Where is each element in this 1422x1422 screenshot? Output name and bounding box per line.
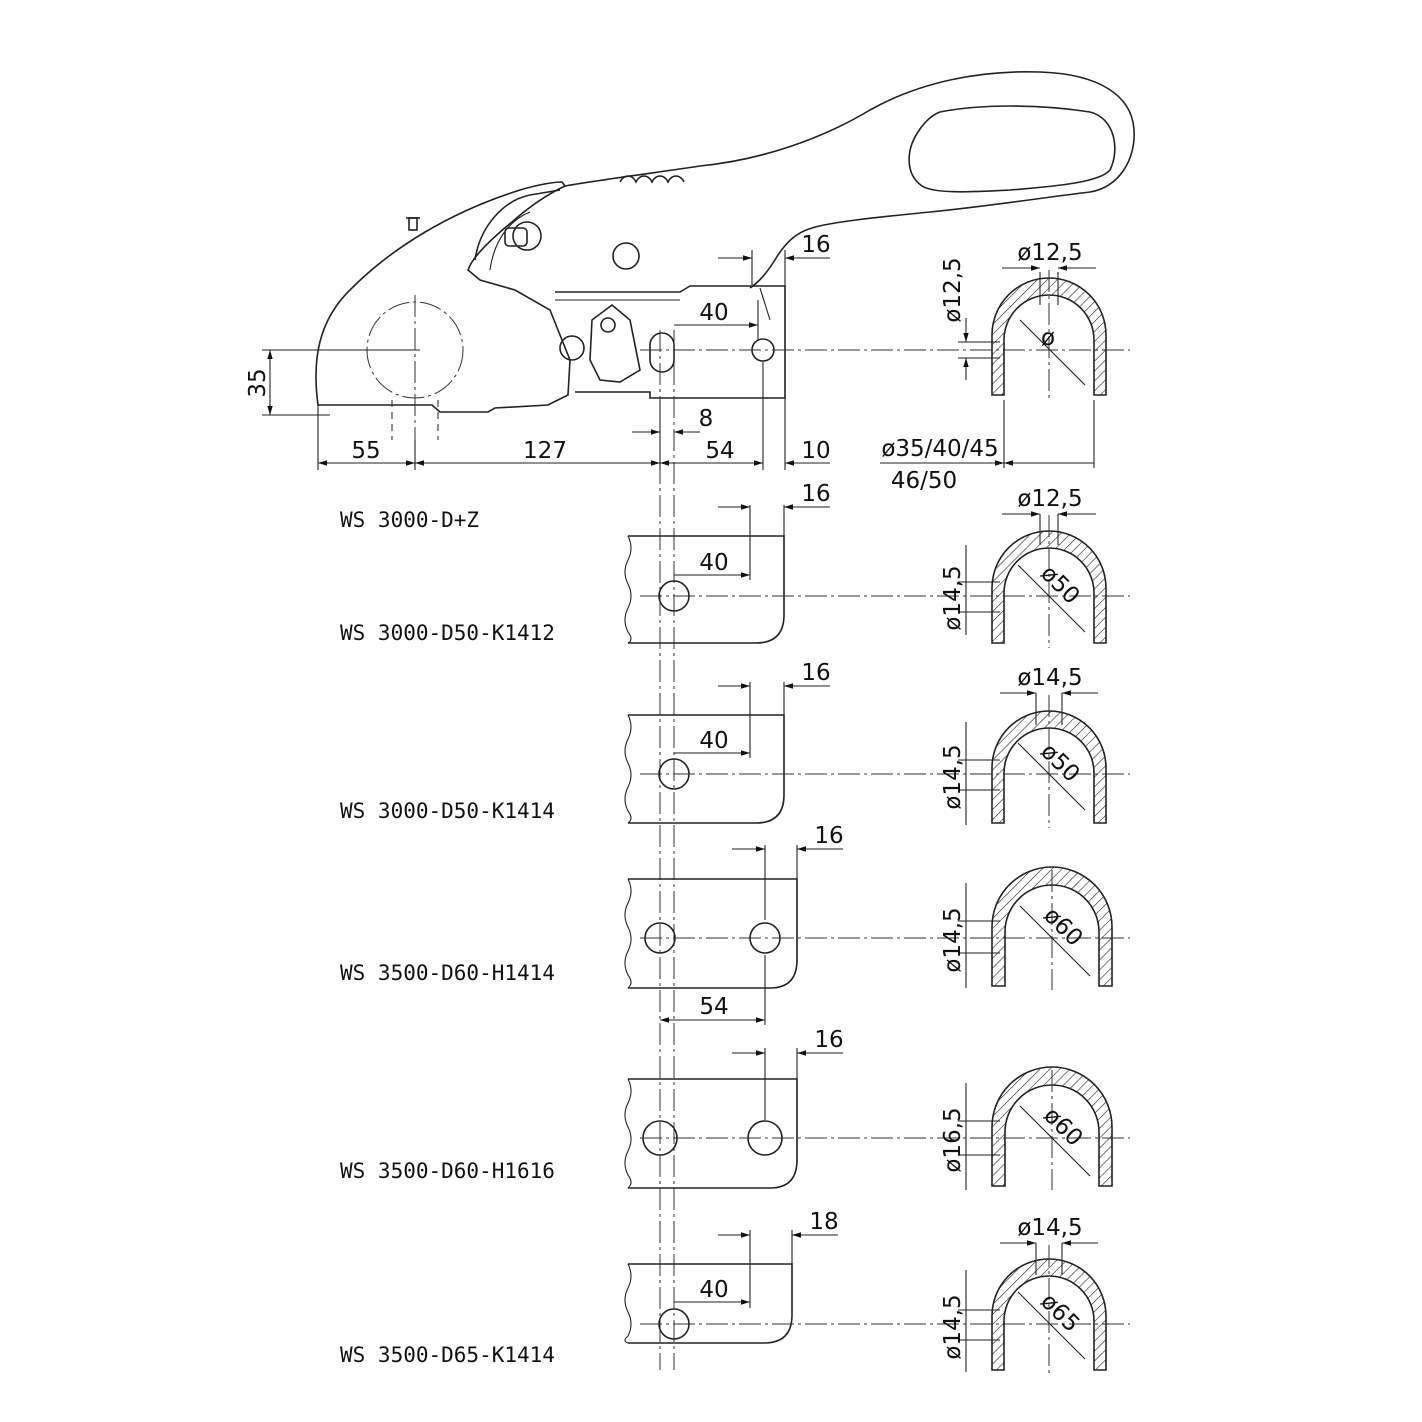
dim-40-top: 40	[699, 300, 728, 326]
variant-3: 16 54 ø14,5 ø60	[624, 823, 1130, 1025]
variant-2-section-bore: ø50	[1035, 739, 1084, 788]
variant-1-section-side: ø14,5	[940, 565, 966, 630]
section-slot-height: ø12,5	[940, 257, 966, 322]
dim-35: 35	[245, 368, 271, 397]
variant-3-section-bore: ø60	[1038, 903, 1087, 952]
variant-1-section-bore: ø50	[1035, 561, 1084, 610]
dim-10: 10	[801, 438, 830, 464]
variant-5: 40 18 ø14,5 ø14,5 ø65	[624, 1209, 1130, 1375]
variant-4: 16 ø16,5 ø60	[624, 1027, 1130, 1190]
variant-1: 40 16 ø12,5 ø14,5 ø50	[624, 481, 1130, 648]
variant-3-section-side: ø14,5	[940, 907, 966, 972]
variant-5-section-bore: ø65	[1035, 1289, 1084, 1338]
variant-3-dim-pitch: 54	[699, 994, 728, 1020]
dim-54: 54	[705, 438, 734, 464]
variant-label-1: WS 3000-D50-K1412	[340, 621, 555, 645]
variant-4-dim-right: 16	[814, 1027, 843, 1053]
dim-127: 127	[523, 438, 567, 464]
section-ball-dia-2: 46/50	[891, 468, 957, 494]
variant-label-3: WS 3500-D60-H1414	[340, 961, 555, 985]
variant-3-dim-right: 16	[814, 823, 843, 849]
variant-1-dim-right: 16	[801, 481, 830, 507]
variant-2-dim-pitch: 40	[699, 728, 728, 754]
dim-8: 8	[699, 406, 714, 432]
variant-2-section-top: ø14,5	[1017, 665, 1082, 691]
main-section-view: ø12,5 ø12,5 ø ø35/40/45 46/50	[880, 240, 1107, 494]
variant-label-0: WS 3000-D+Z	[340, 508, 479, 532]
variant-5-section-side: ø14,5	[940, 1294, 966, 1359]
variant-1-section-top: ø12,5	[1017, 486, 1082, 512]
dim-16-top: 16	[801, 232, 830, 258]
variant-label-2: WS 3000-D50-K1414	[340, 799, 555, 823]
variant-5-dim-pitch: 40	[699, 1277, 728, 1303]
variant-2: 40 16 ø14,5 ø14,5 ø50	[624, 660, 1130, 828]
variant-4-section-bore: ø60	[1038, 1103, 1087, 1152]
variant-label-5: WS 3500-D65-K1414	[340, 1343, 555, 1367]
variant-label-4: WS 3500-D60-H1616	[340, 1159, 555, 1183]
variant-2-section-side: ø14,5	[940, 744, 966, 809]
section-ball-dia-1: ø35/40/45	[881, 436, 998, 462]
variant-4-section-side: ø16,5	[940, 1107, 966, 1172]
variant-1-dim-pitch: 40	[699, 550, 728, 576]
section-bore-symbol: ø	[1041, 325, 1055, 351]
coupling-side-view	[315, 70, 1135, 1370]
main-dimensions: 35 55 127 54 10 8 40 16	[245, 232, 831, 470]
dim-55: 55	[351, 438, 380, 464]
variant-2-dim-right: 16	[801, 660, 830, 686]
section-hole-dia: ø12,5	[1017, 240, 1082, 266]
variant-5-section-top: ø14,5	[1017, 1215, 1082, 1241]
variant-5-dim-right: 18	[809, 1209, 838, 1235]
